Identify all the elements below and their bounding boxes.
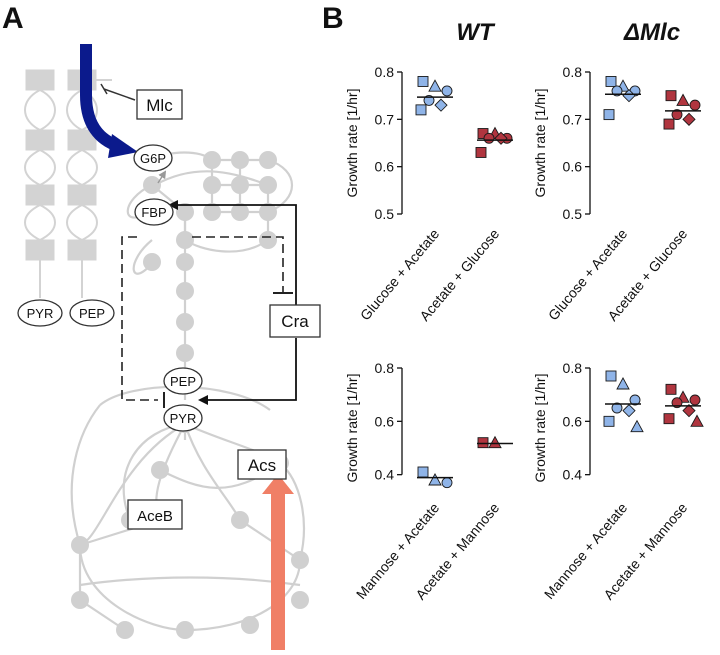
data-point	[494, 131, 508, 145]
data-point	[423, 94, 435, 106]
y-tick-label: 0.8	[375, 360, 395, 376]
data-point	[603, 109, 615, 121]
data-point	[415, 104, 427, 116]
data-point	[483, 132, 495, 144]
data-point	[682, 404, 696, 418]
aceb-enzyme-box	[127, 499, 183, 530]
data-point	[676, 93, 690, 106]
data-point	[441, 85, 453, 97]
regulatory-edges	[100, 83, 297, 408]
data-point	[622, 404, 636, 418]
y-tick-label: 0.5	[375, 206, 395, 222]
data-point	[665, 90, 677, 102]
data-point	[434, 98, 448, 112]
column-title-wt: WT	[456, 19, 496, 46]
data-point	[663, 413, 675, 425]
g6p-node	[133, 144, 173, 172]
y-tick-label: 0.4	[563, 467, 583, 483]
data-point	[428, 473, 442, 486]
y-tick-label: 0.8	[563, 360, 583, 376]
data-point	[488, 435, 502, 449]
data-point	[689, 99, 701, 111]
data-point	[629, 394, 641, 406]
aceb-enzyme-label: AceB	[137, 508, 173, 525]
g6p-label: G6P	[140, 151, 166, 166]
data-point	[603, 415, 615, 427]
pyr-node	[163, 404, 203, 432]
pyr-left-node	[17, 299, 63, 327]
data-point	[611, 402, 623, 414]
pep-node	[163, 367, 203, 395]
data-point	[475, 147, 487, 158]
cra-regulator-label: Cra	[281, 312, 309, 331]
y-tick-label: 0.6	[563, 159, 583, 175]
glucose-uptake-arrowhead	[108, 134, 138, 158]
acs-enzyme-box	[237, 449, 287, 480]
glucose-uptake-arrow	[80, 44, 121, 152]
y-tick-label: 0.5	[563, 206, 583, 222]
y-tick-label: 0.8	[375, 64, 395, 80]
data-point	[682, 112, 696, 126]
y-axis-label: Growth rate [1/hr]	[344, 374, 360, 483]
acetate-uptake-arrowhead	[262, 474, 294, 494]
fbp-node	[134, 198, 174, 226]
panel-label-b: B	[322, 2, 344, 35]
data-point	[417, 466, 429, 478]
pyr-left-label: PYR	[27, 306, 54, 321]
y-tick-label: 0.7	[375, 111, 395, 127]
y-axis-label: Growth rate [1/hr]	[532, 374, 548, 483]
y-axis-label: Growth rate [1/hr]	[344, 89, 360, 198]
mlc-regulator-box	[136, 89, 183, 120]
fbp-label: FBP	[141, 205, 166, 220]
data-point	[689, 394, 701, 406]
pep-left-label: PEP	[79, 306, 105, 321]
panel-label-a: A	[2, 2, 24, 35]
y-tick-label: 0.8	[563, 64, 583, 80]
data-point	[671, 109, 683, 121]
acetate-uptake-arrow	[271, 490, 285, 650]
data-point	[611, 85, 623, 97]
cra-regulator-box	[269, 304, 321, 338]
pyr-label: PYR	[170, 411, 197, 426]
data-point	[690, 414, 704, 427]
acs-enzyme-label: Acs	[248, 456, 276, 475]
network-diagram: A	[2, 2, 321, 650]
data-point	[665, 383, 677, 395]
data-point	[441, 477, 453, 489]
metabolite-nodes	[71, 151, 309, 639]
data-point	[630, 419, 644, 433]
y-tick-label: 0.6	[375, 413, 395, 429]
data-point	[663, 118, 675, 130]
y-axis-label: Growth rate [1/hr]	[532, 89, 548, 198]
y-tick-label: 0.4	[375, 467, 395, 483]
data-point	[616, 377, 630, 390]
data-point	[428, 79, 442, 92]
pep-label: PEP	[170, 374, 196, 389]
y-tick-label: 0.6	[375, 159, 395, 175]
pathway-ladder	[24, 69, 112, 298]
pep-left-node	[69, 299, 115, 327]
column-title-mlc: ΔMlc	[623, 19, 680, 46]
y-tick-label: 0.7	[563, 111, 583, 127]
mlc-regulator-label: Mlc	[146, 96, 173, 115]
y-tick-label: 0.6	[563, 413, 583, 429]
data-point	[477, 437, 489, 449]
data-point	[417, 76, 429, 87]
data-point	[605, 76, 617, 87]
data-point	[605, 370, 617, 382]
